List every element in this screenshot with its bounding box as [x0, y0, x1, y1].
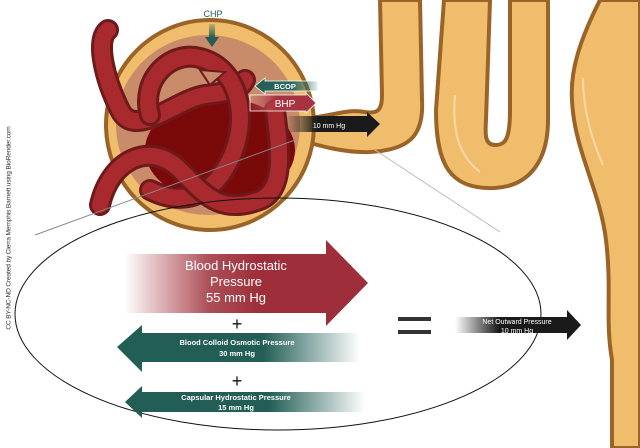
- chp-big-arrow: Capsular Hydrostatic Pressure 15 mm Hg: [125, 386, 365, 418]
- bcop-line1: Blood Colloid Osmotic Pressure: [179, 338, 294, 347]
- bcop-big-arrow: Blood Colloid Osmotic Pressure 30 mm Hg: [117, 325, 360, 372]
- plus-sign-1: +: [232, 314, 243, 334]
- bhp-small-arrow: BHP: [249, 92, 317, 114]
- chp-label: CHP: [203, 9, 222, 19]
- bcop-label: BCOP: [274, 82, 296, 91]
- credit-area: CC BY-NC-ND Created by Cierra Memphis Ba…: [0, 0, 18, 448]
- chp-value: 15 mm Hg: [218, 403, 254, 412]
- bhp-big-arrow: Blood Hydrostatic Pressure 55 mm Hg: [124, 240, 368, 326]
- net-line1: Net Outward Pressure: [482, 319, 551, 326]
- net-small-label: 10 mm Hg: [313, 123, 345, 130]
- equals-sign: [398, 317, 431, 334]
- bhp-line1: Blood Hydrostatic: [185, 258, 287, 273]
- plus-sign-2: +: [232, 371, 243, 391]
- chp-line1: Capsular Hydrostatic Pressure: [181, 393, 291, 402]
- bcop-small-arrow: BCOP: [254, 77, 319, 95]
- bhp-value: 55 mm Hg: [206, 290, 266, 305]
- bhp-label: BHP: [275, 99, 296, 110]
- glomerulus-capillaries: [89, 19, 295, 217]
- net-value: 10 mm Hg: [501, 328, 533, 335]
- zoom-lines: [14, 139, 542, 431]
- proximal-tubule: [298, 0, 640, 448]
- bhp-line2: Pressure: [210, 274, 262, 289]
- chp-small-arrow: CHP: [203, 9, 223, 47]
- credit-text: CC BY-NC-ND Created by Cierra Memphis Ba…: [5, 126, 13, 330]
- net-outward-arrow: Net Outward Pressure 10 mm Hg: [455, 310, 581, 340]
- net-small-arrow: 10 mm Hg: [285, 112, 380, 137]
- bcop-value: 30 mm Hg: [219, 349, 255, 358]
